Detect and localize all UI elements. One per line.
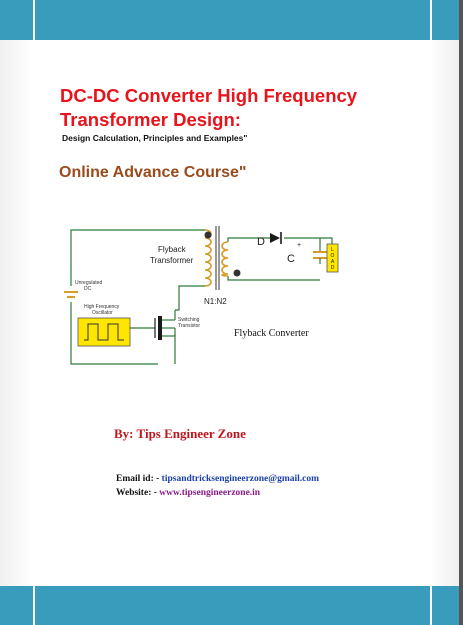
primary-top-wire (70, 229, 205, 266)
transformer-label-2: Transformer (150, 256, 194, 265)
secondary-coil (221, 241, 229, 277)
secondary-top-wire-a (227, 237, 270, 242)
capacitor-plus: + (297, 242, 301, 249)
page-margin-right (430, 40, 463, 586)
diode-icon (270, 233, 280, 243)
website-link[interactable]: www.tipsengineerzone.in (159, 488, 261, 498)
capacitor-label: C (287, 253, 295, 265)
bottom-footer-band (0, 586, 463, 625)
square-wave-icon (84, 323, 124, 341)
email-label: Email id: - (116, 474, 162, 484)
transformer-label-1: Flyback (158, 245, 187, 254)
oscillator-box (77, 317, 131, 347)
load-letter-1: L (331, 247, 334, 253)
transistor-body (158, 316, 162, 340)
band-stripe-right (430, 0, 432, 40)
load-letter-3: A (331, 259, 335, 265)
author-line: By: Tips Engineer Zone (114, 426, 246, 441)
viewer-right-edge (459, 0, 463, 625)
switch-label-2: Transistor (178, 323, 200, 329)
email-line: Email id: - tipsandtricksengineerzone@gm… (116, 474, 319, 484)
primary-bottom-wire (175, 285, 205, 311)
top-header-band (0, 0, 463, 40)
turns-ratio-label: N1:N2 (204, 297, 227, 306)
band-stripe-left (33, 586, 35, 625)
secondary-polarity-dot (233, 269, 241, 277)
load-box (326, 243, 339, 273)
diode-label: D (257, 236, 265, 248)
secondary-bottom-wire (227, 276, 320, 281)
band-stripe-right (430, 586, 432, 625)
course-heading: Online Advance Course" (59, 164, 247, 181)
website-line: Website: - www.tipsengineerzone.in (116, 488, 260, 498)
document-subtitle: Design Calculation, Principles and Examp… (62, 133, 248, 143)
website-label: Website: - (116, 488, 160, 498)
oscillator-label-2: Oscillator (92, 310, 113, 316)
switch-label-1: Switching (178, 317, 200, 323)
source-label-1: Unregulated (75, 280, 102, 286)
diagram-caption: Flyback Converter (234, 328, 309, 339)
email-link[interactable]: tipsandtricksengineerzone@gmail.com (161, 474, 320, 484)
band-stripe-left (33, 0, 35, 40)
source-wire-bottom (70, 302, 158, 365)
oscillator-label-1: High Frequency (84, 304, 120, 310)
load-letter-2: O (331, 253, 335, 259)
document-title: DC-DC Converter High Frequency Transform… (60, 85, 358, 130)
page-margin-left (0, 40, 33, 586)
source-label-2: DC (84, 286, 92, 292)
load-wires (320, 237, 333, 244)
primary-polarity-dot (204, 231, 212, 239)
flyback-converter-diagram: Flyback Transformer N1:N2 D + C L O A D … (64, 226, 339, 365)
load-letter-4: D (331, 265, 335, 271)
